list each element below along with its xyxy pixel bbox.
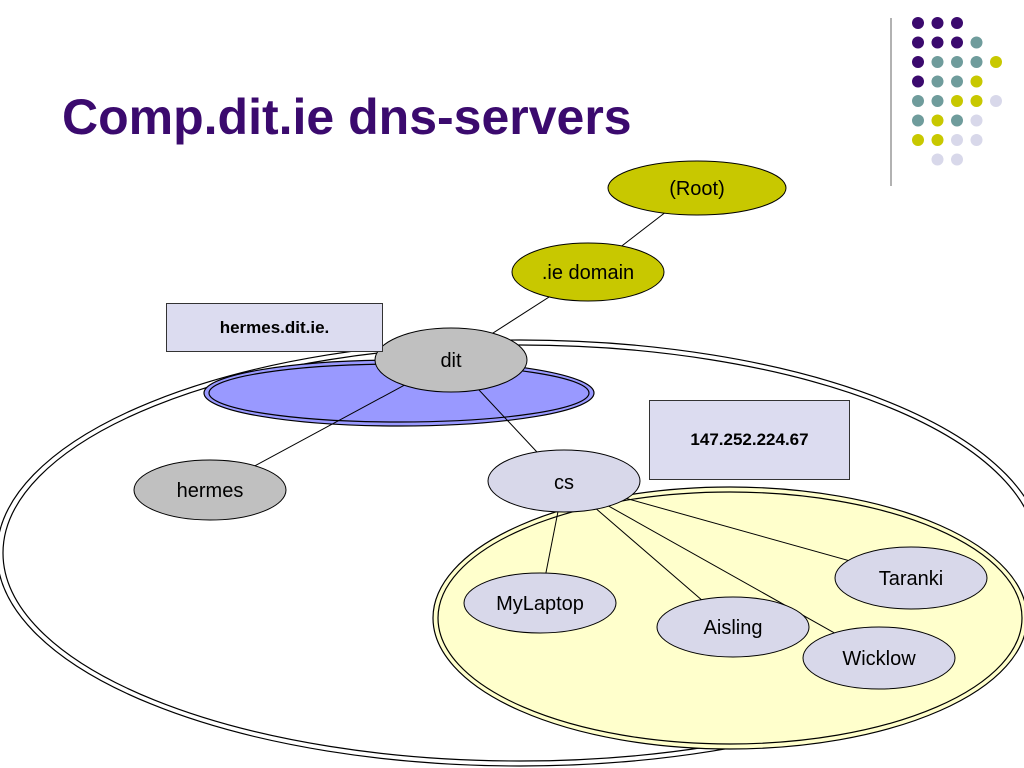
decorative-dot xyxy=(931,134,944,146)
node-mylaptop: MyLaptop xyxy=(463,572,617,634)
node-root: (Root) xyxy=(607,160,787,216)
node-aisling-label: Aisling xyxy=(704,617,763,639)
node-root-label: (Root) xyxy=(669,178,725,200)
node-wicklow: Wicklow xyxy=(802,626,956,690)
decorative-dot xyxy=(990,95,1002,107)
decorative-dot xyxy=(970,75,983,88)
decorative-dot xyxy=(931,153,944,166)
ip-address-text: 147.252.224.67 xyxy=(690,430,809,449)
node-aisling: Aisling xyxy=(656,596,810,658)
decorative-dot xyxy=(951,17,963,29)
node-mylaptop-label: MyLaptop xyxy=(496,593,584,615)
decorative-dot xyxy=(970,95,983,107)
decorative-dot-grid xyxy=(912,17,1002,166)
decorative-dot xyxy=(912,134,924,146)
node-dit-label: dit xyxy=(440,350,462,372)
decorative-dot xyxy=(951,153,963,166)
decorative-dot xyxy=(931,17,944,29)
node-taranki: Taranki xyxy=(834,546,988,610)
node-dit: dit xyxy=(374,327,528,393)
decorative-dot xyxy=(990,56,1002,68)
node-wicklow-label: Wicklow xyxy=(842,648,916,670)
hermes-hostname-callout: hermes.dit.ie. xyxy=(166,303,383,352)
decorative-dot xyxy=(931,56,944,68)
decorative-dot xyxy=(970,134,983,146)
decorative-dot xyxy=(931,75,944,88)
decorative-dot xyxy=(912,95,924,107)
decorative-dot xyxy=(951,56,963,68)
decorative-dot xyxy=(931,114,944,127)
decorative-dot xyxy=(951,114,963,127)
decorative-dot xyxy=(912,17,924,29)
node-hermes: hermes xyxy=(133,459,287,521)
decorative-dot xyxy=(951,134,963,146)
decorative-dot xyxy=(951,36,963,49)
node-ie-domain-label: .ie domain xyxy=(542,262,634,284)
decorative-dot xyxy=(912,56,924,68)
decorative-dot xyxy=(931,95,944,107)
node-cs-label: cs xyxy=(554,472,574,494)
decorative-dot xyxy=(951,75,963,88)
hermes-hostname-text: hermes.dit.ie. xyxy=(219,317,330,337)
edge-cs-wicklow xyxy=(563,480,880,659)
decorative-dot xyxy=(970,36,983,49)
decorative-dot xyxy=(912,75,924,88)
decorative-dot xyxy=(912,36,924,49)
ip-address-callout: 147.252.224.67 xyxy=(649,400,850,480)
node-cs: cs xyxy=(487,449,641,513)
node-ie-domain: .ie domain xyxy=(511,242,665,302)
decorative-dot xyxy=(951,95,963,107)
decorative-dot xyxy=(970,114,983,127)
decorative-dot xyxy=(912,114,924,127)
node-hermes-label: hermes xyxy=(177,480,244,502)
decorative-dot xyxy=(970,56,983,68)
decorative-dot xyxy=(931,36,944,49)
node-taranki-label: Taranki xyxy=(879,568,943,590)
slide-title: Comp.dit.ie dns-servers xyxy=(62,89,632,145)
